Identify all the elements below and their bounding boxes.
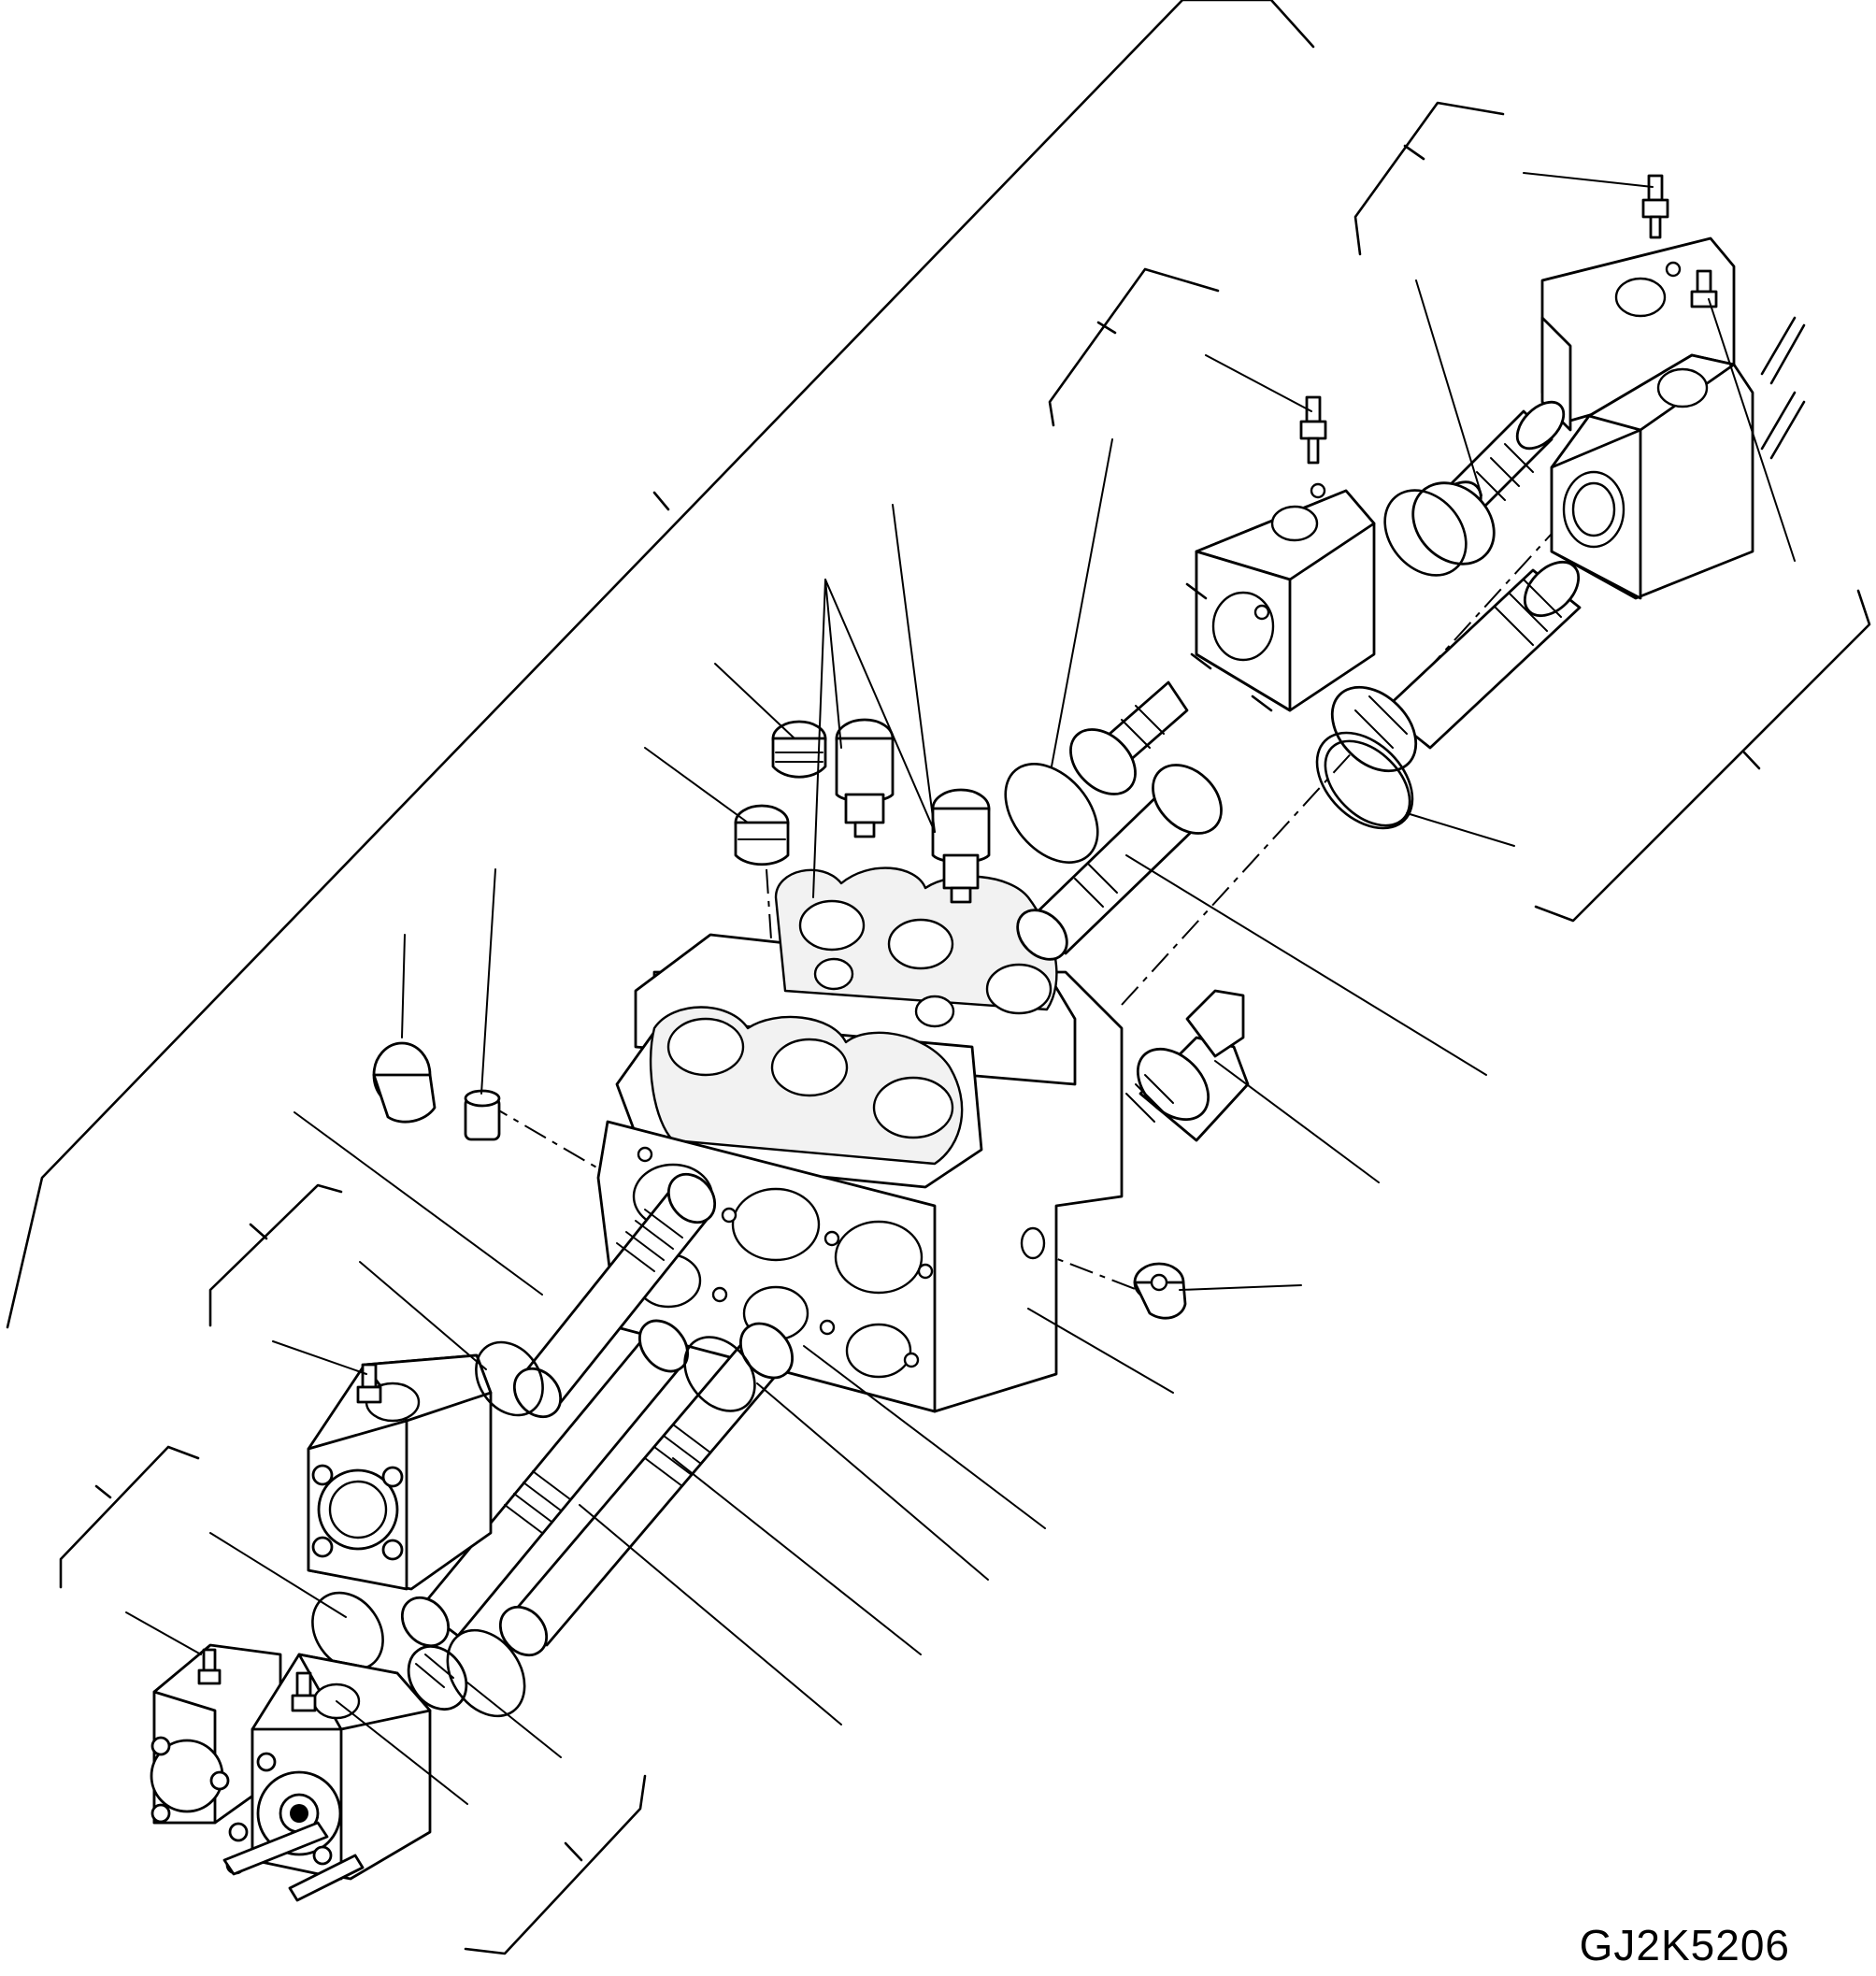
spring-spool-top-right: [1383, 400, 1566, 577]
assembly-brackets: [6, 0, 1871, 1955]
sensor-right: [1125, 989, 1250, 1142]
spool-middle-long: [400, 1319, 690, 1648]
plug-left: [372, 1041, 437, 1124]
spool-lower-long: [498, 1322, 794, 1657]
relief-valve-1: [835, 718, 895, 838]
bottom-left-cap-block-rear: [150, 1643, 282, 1825]
relief-valve-2: [931, 788, 991, 904]
bottom-left-cap-block-front: [222, 1653, 432, 1902]
lower-left-cap-block: [307, 1340, 544, 1671]
middle-cap-block: [1185, 395, 1376, 712]
plug-right: [1133, 1262, 1187, 1320]
spring-lower: [407, 1628, 526, 1718]
spool-upper: [512, 1172, 717, 1419]
leader-lines: [125, 172, 1796, 1805]
drawing-code: GJ2K5206: [1579, 1921, 1790, 1969]
bushing-left: [464, 1089, 501, 1141]
spool-housing-right: [1315, 560, 1582, 830]
spool-middle: [1016, 764, 1223, 961]
small-cap-left: [734, 804, 790, 866]
grease-fitting-top-right: [1641, 174, 1718, 308]
top-right-cap-block-front: [1550, 316, 1806, 600]
spring-spool-middle: [1004, 680, 1189, 864]
